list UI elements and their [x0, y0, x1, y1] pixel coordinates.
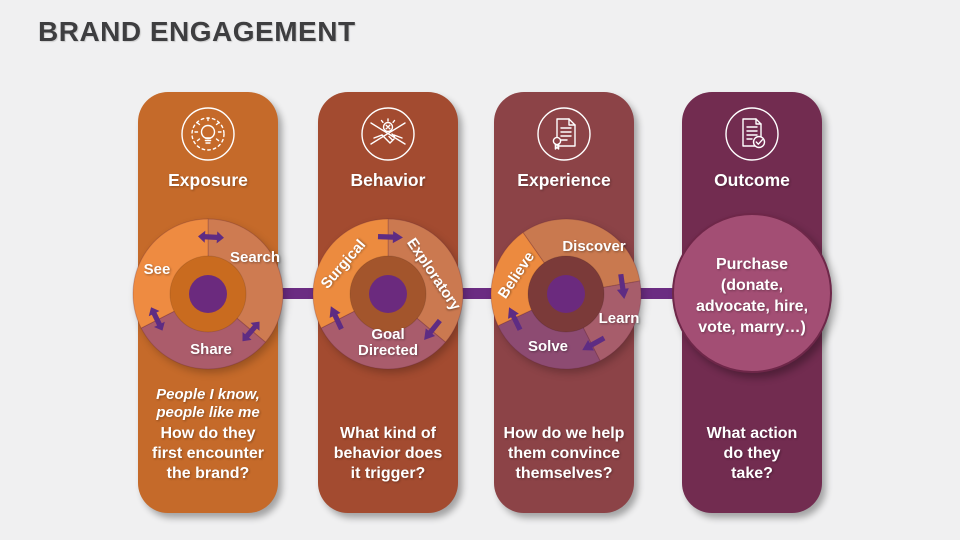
- card-title: Exposure: [168, 170, 248, 190]
- flow-arrow-icon: [424, 318, 442, 340]
- wheel-segment: [207, 218, 284, 343]
- outcome-text: Purchase (donate, advocate, hire, vote, …: [695, 256, 809, 336]
- wheel-hub-dot: [369, 275, 407, 313]
- wheel-label: Solve: [528, 338, 568, 355]
- question-text: What action do they take?: [706, 425, 798, 482]
- wheel-label: Discover: [562, 238, 626, 255]
- wheel-hub-dot: [547, 275, 585, 313]
- question-text: How do they first encounter the brand?: [151, 425, 264, 482]
- note-text: People I know, people like me: [156, 386, 260, 421]
- wheel-segment: [522, 218, 641, 295]
- document-check-icon: [723, 105, 781, 163]
- flow-arrow-icon: [148, 307, 165, 331]
- page-title: BRAND ENGAGEMENT: [38, 16, 356, 47]
- wheel-label: Share: [190, 341, 232, 358]
- flow-arrow-icon: [616, 273, 629, 299]
- wheel-label: Learn: [599, 310, 640, 327]
- flow-arrow-icon: [329, 306, 344, 331]
- flow-arrow-icon: [377, 231, 403, 244]
- question-text: How do we help them convince themselves?: [503, 425, 625, 482]
- wheel-hub-dot: [189, 275, 227, 313]
- card-title: Outcome: [714, 170, 790, 190]
- question-text: What kind of behavior does it trigger?: [333, 425, 443, 482]
- flow-arrow-icon: [582, 335, 606, 351]
- wheel-label: Search: [230, 249, 280, 266]
- handshake-target-icon: [359, 105, 417, 163]
- bulb-gear-icon: [179, 105, 237, 163]
- certificate-icon: [535, 105, 593, 163]
- card-title: Experience: [517, 170, 611, 190]
- flow-arrow-icon: [242, 321, 260, 342]
- wheel-segment: [387, 218, 464, 343]
- flow-connector: [208, 288, 752, 299]
- card-title: Behavior: [350, 170, 426, 190]
- flow-arrow-icon: [508, 307, 523, 331]
- wheel-label: See: [144, 261, 171, 278]
- outcome-circle: Purchase (donate, advocate, hire, vote, …: [672, 213, 832, 373]
- flow-arrow-icon: [197, 230, 224, 244]
